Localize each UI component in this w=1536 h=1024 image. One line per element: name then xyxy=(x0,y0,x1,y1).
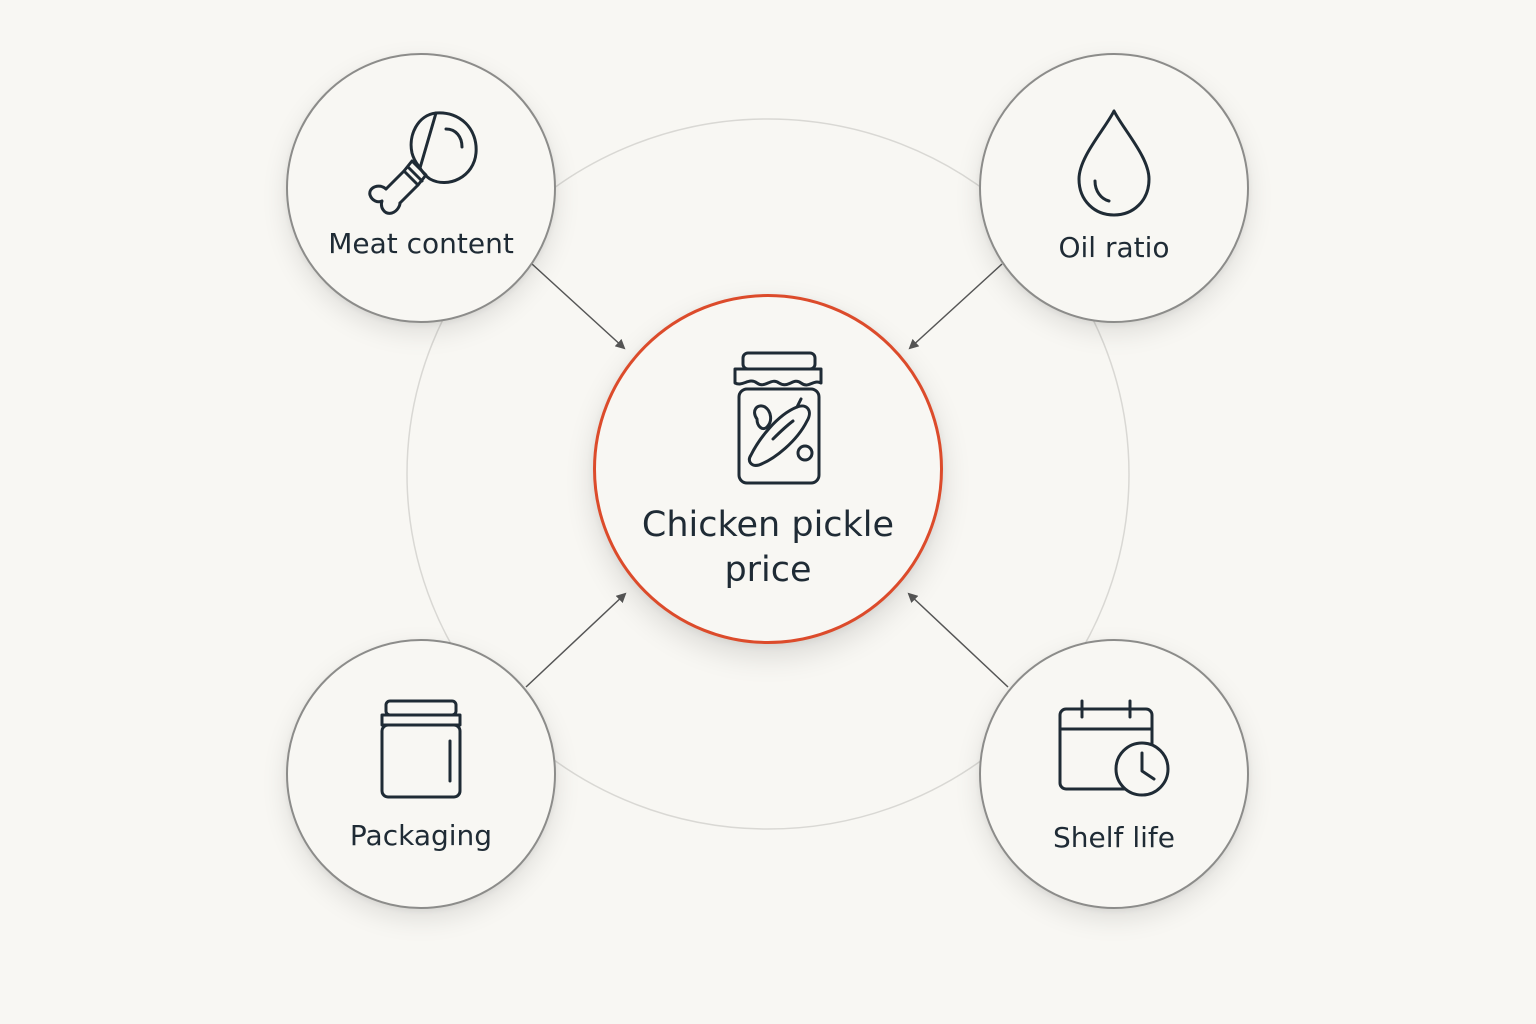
factor-label: Meat content xyxy=(328,227,514,260)
factor-node-shelf-life: Shelf life xyxy=(979,639,1249,909)
factor-node-oil-ratio: Oil ratio xyxy=(979,53,1249,323)
factor-label: Shelf life xyxy=(1053,821,1175,854)
factor-label: Packaging xyxy=(349,819,493,852)
arrow-packaging-to-center xyxy=(525,592,627,688)
background-ring xyxy=(406,118,1130,830)
chicken-leg-icon xyxy=(288,105,554,225)
factor-label: Oil ratio xyxy=(1058,231,1170,264)
arrow-oil-to-center xyxy=(908,263,1003,350)
calendar-clock-icon xyxy=(981,697,1247,807)
arrow-shelf-to-center xyxy=(907,592,1009,688)
factor-node-meat-content: Meat content xyxy=(286,53,556,323)
factor-node-packaging: Packaging xyxy=(286,639,556,909)
arrow-meat-to-center xyxy=(531,263,626,350)
center-label-line1: Chicken pickle xyxy=(641,505,895,545)
jar-icon xyxy=(288,697,554,801)
center-label-line2: price xyxy=(724,550,812,590)
center-node-chicken-pickle-price: Chicken pickle price xyxy=(593,294,943,644)
oil-drop-icon xyxy=(981,107,1247,219)
pickle-jar-icon xyxy=(596,349,940,489)
